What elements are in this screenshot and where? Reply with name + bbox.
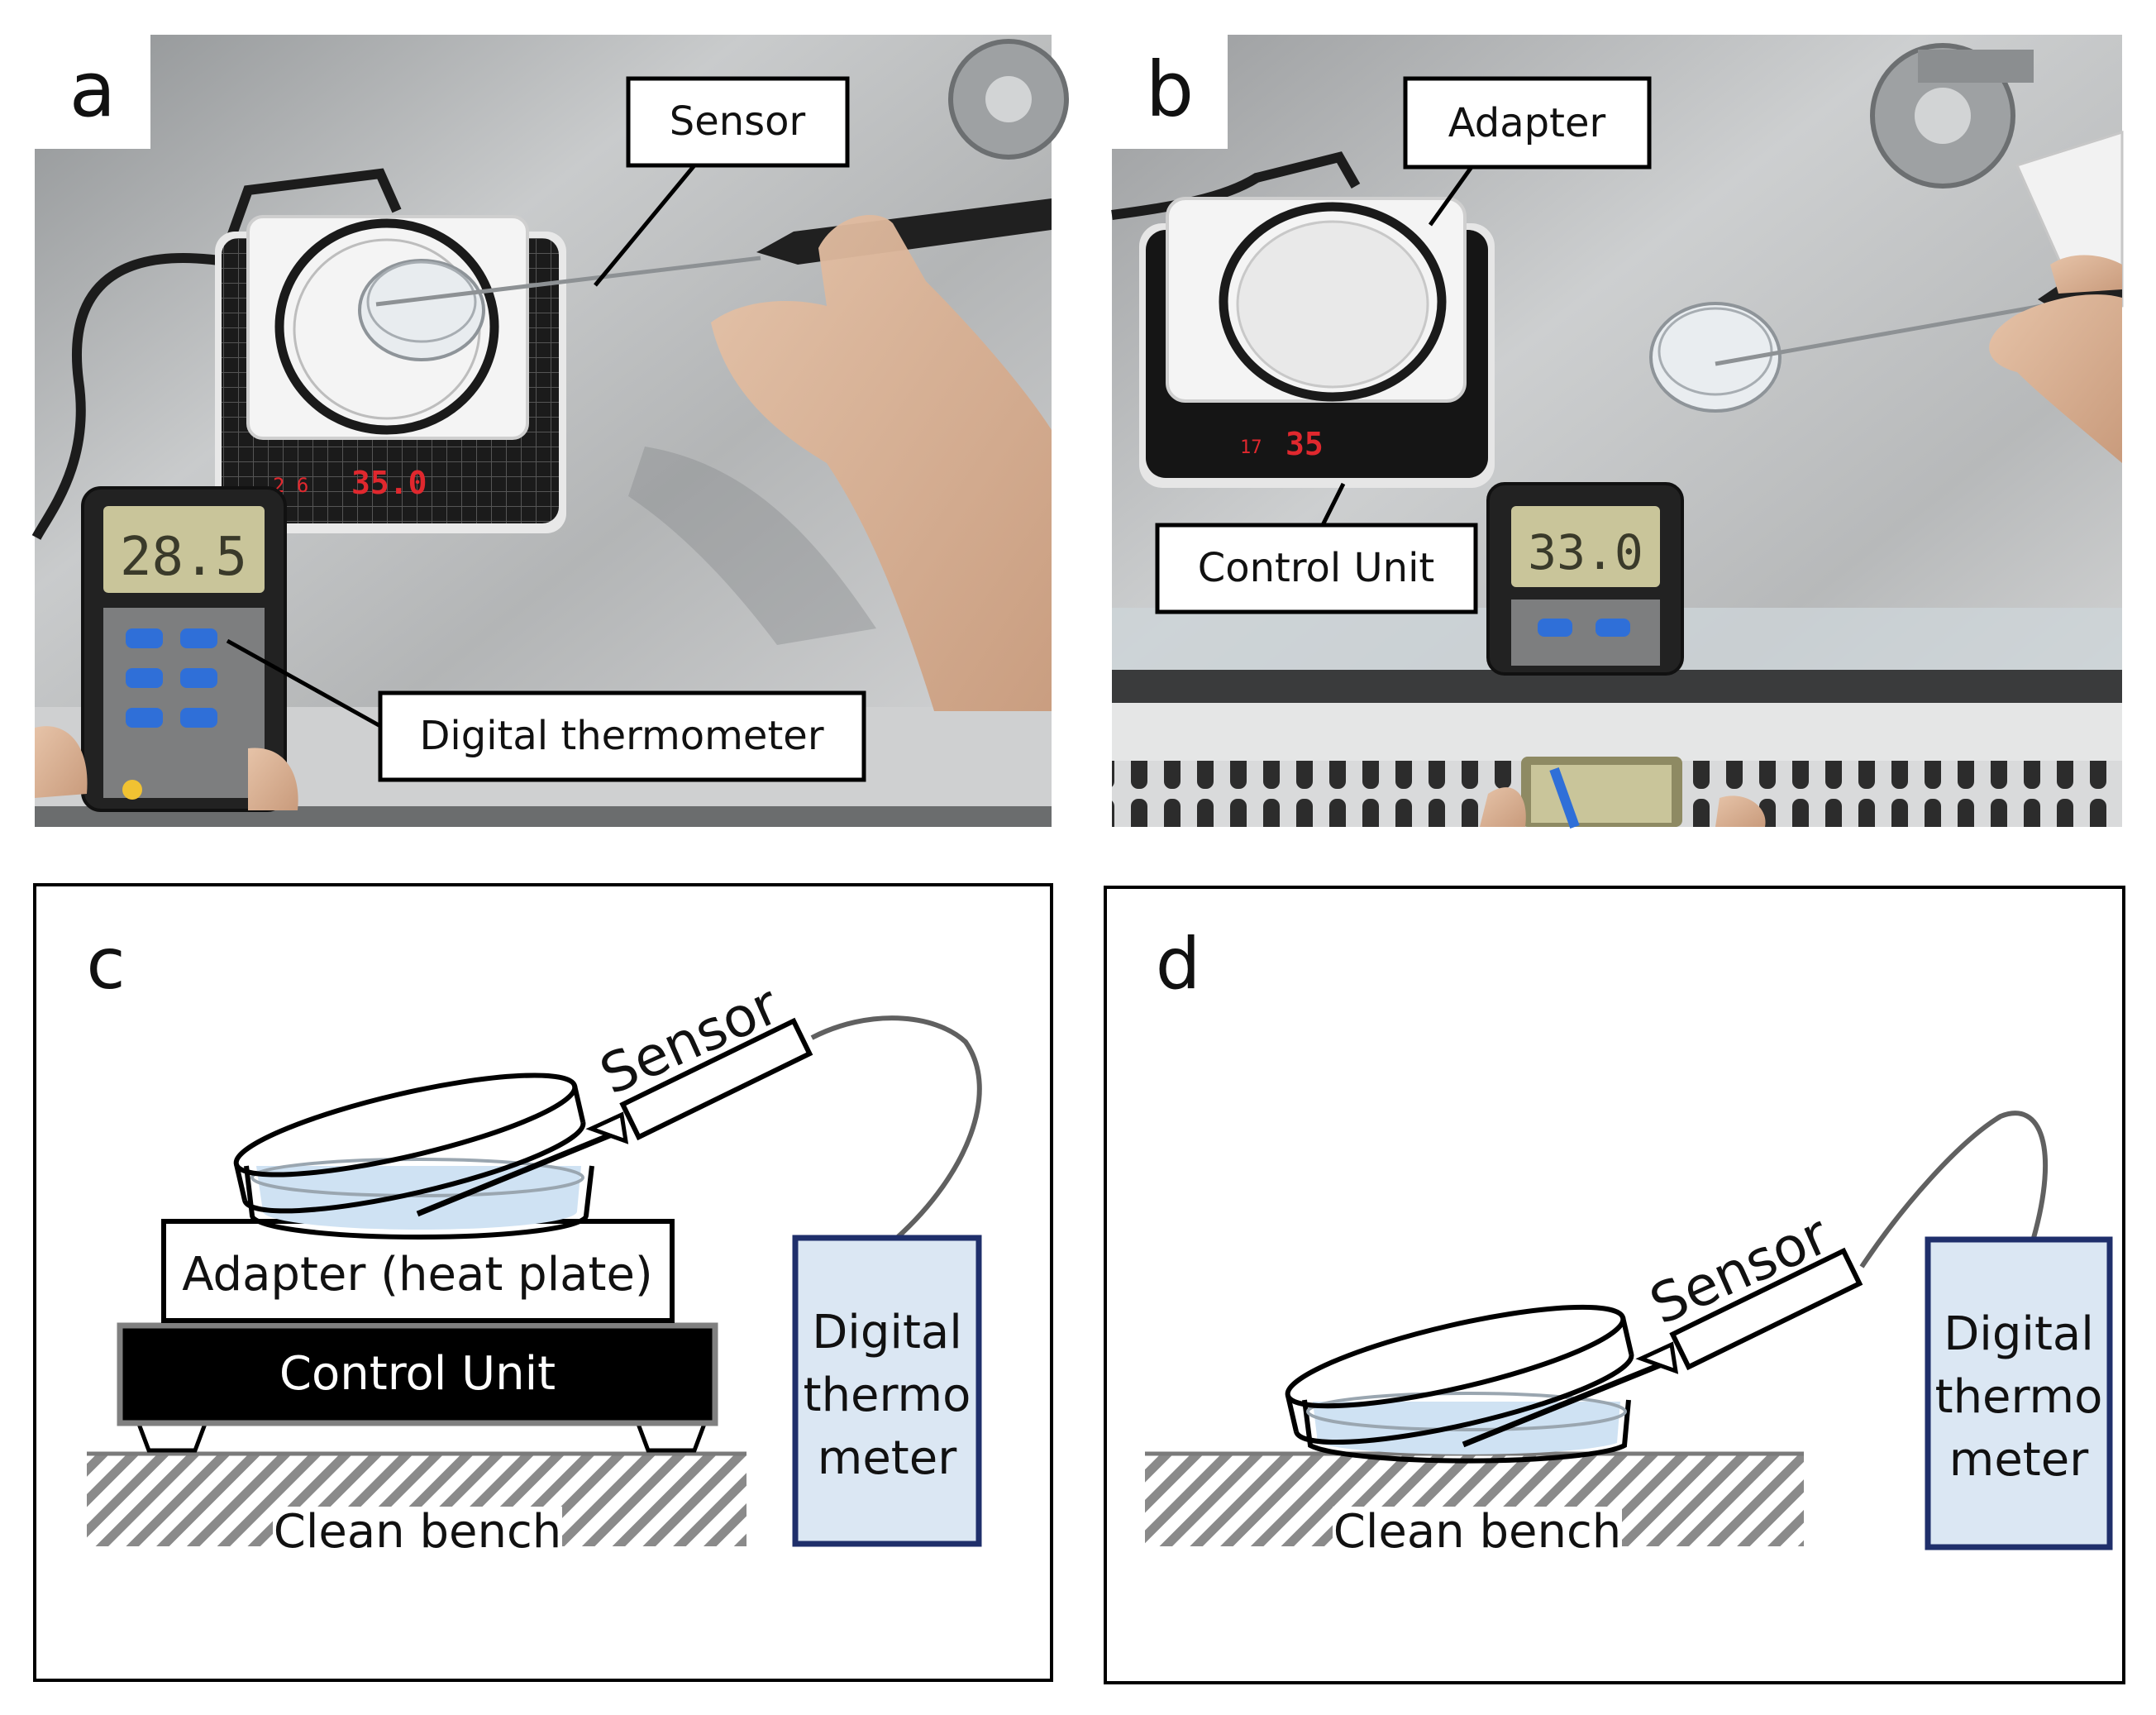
plate-readout-b: 35: [1285, 426, 1324, 462]
sensor-cable-d: [1859, 1111, 2049, 1268]
thermometer-label-d-1: Digital: [1944, 1307, 2094, 1361]
sensor-callout-a: [626, 76, 850, 168]
panel-c: c Clean bench Control Unit Adapter (heat…: [33, 883, 1053, 1682]
hand-a: [711, 215, 1052, 711]
panel-letter-d: d: [1156, 923, 1201, 1006]
panel-letter-c: c: [86, 923, 125, 1006]
petri-dish: [1649, 302, 1782, 413]
clean-bench-label-d: Clean bench: [1333, 1505, 1622, 1559]
dish-liquid-d: [1313, 1402, 1620, 1455]
control-unit-label-c: Control Unit: [279, 1347, 556, 1401]
hand-b: [1989, 294, 2122, 463]
control-unit-photo: 35.0 2 6: [215, 215, 566, 533]
digital-thermometer-d: [1925, 1236, 2113, 1550]
panel-b: 35 17 33.0 b Adapter: [1111, 35, 2124, 829]
panel-letter-b: b: [1146, 45, 1194, 134]
sensor-cable-c: [810, 1015, 982, 1240]
thermometer-lcd: [103, 506, 265, 593]
thermometer-lcd: [1511, 506, 1660, 587]
adapter-label-c: Adapter (heat plate): [182, 1248, 653, 1302]
thermometer-label-d-2: thermo: [1935, 1370, 2103, 1424]
thermometer-label-c-1: Digital: [812, 1306, 962, 1359]
thermometer-callout-a: [378, 690, 866, 782]
panel-d: d Clean bench Sensor Digital thermo mete…: [1104, 886, 2125, 1684]
sensor-body-d: [1669, 1247, 1863, 1371]
adapter-ring: [1219, 202, 1447, 402]
digital-thermometer-photo-b: 33.0: [1486, 482, 1684, 676]
control-unit-c: [117, 1322, 718, 1426]
dish-lid-d: [1285, 1304, 1634, 1445]
dish-lid-c: [233, 1072, 586, 1214]
plate-readout-a: 35.0: [351, 465, 427, 501]
clean-bench-label-c: Clean bench: [274, 1505, 562, 1559]
adapter-callout-label-b: Adapter: [1448, 100, 1606, 146]
power-cable-2: [222, 168, 402, 251]
thermometer-leader-a: [226, 638, 382, 729]
control-unit-callout-label-b: Control Unit: [1198, 545, 1434, 591]
sensor-probe-d: [1462, 1359, 1667, 1448]
control-unit-callout-b: [1155, 523, 1478, 614]
sensor-callout-label-a: Sensor: [670, 98, 806, 145]
adapter-leader-b: [1428, 165, 1474, 227]
thermometer-label-d-3: meter: [1949, 1433, 2089, 1487]
sensor-probe-c: [416, 1130, 618, 1217]
adapter-ring: [274, 218, 499, 435]
thermometer-label-c-3: meter: [818, 1431, 957, 1485]
power-cable: [31, 253, 220, 540]
svg-text:17: 17: [1240, 437, 1262, 458]
control-unit-photo-b: 35 17: [1139, 197, 1495, 488]
thermometer-label-c-2: thermo: [804, 1369, 971, 1422]
thermometer-readout-a: 28.5: [120, 527, 247, 588]
gas-valve-knob: [985, 76, 1032, 122]
panel-letter-a: a: [69, 45, 116, 134]
dish-base-d: [1302, 1399, 1631, 1464]
sensor-probe: [375, 256, 761, 307]
thermometer-callout-label-a: Digital thermometer: [419, 713, 823, 759]
digital-thermometer-c: [792, 1235, 982, 1547]
adapter-callout-b: [1403, 76, 1652, 170]
sensor-leader-a: [594, 164, 696, 287]
petri-dish: [358, 259, 485, 361]
control-unit-foot-left: [136, 1421, 208, 1453]
thermometer-readout-b: 33.0: [1528, 524, 1643, 580]
dish-base-c: [244, 1165, 594, 1240]
control-unit-foot-right: [635, 1421, 708, 1453]
sensor-body-c: [619, 1017, 813, 1141]
panel-a: 35.0 2 6 28.5 a: [31, 35, 1069, 827]
digital-thermometer-photo-a: 28.5: [81, 486, 287, 812]
sensor-probe: [1715, 303, 2043, 366]
control-unit-leader-b: [1320, 482, 1346, 527]
